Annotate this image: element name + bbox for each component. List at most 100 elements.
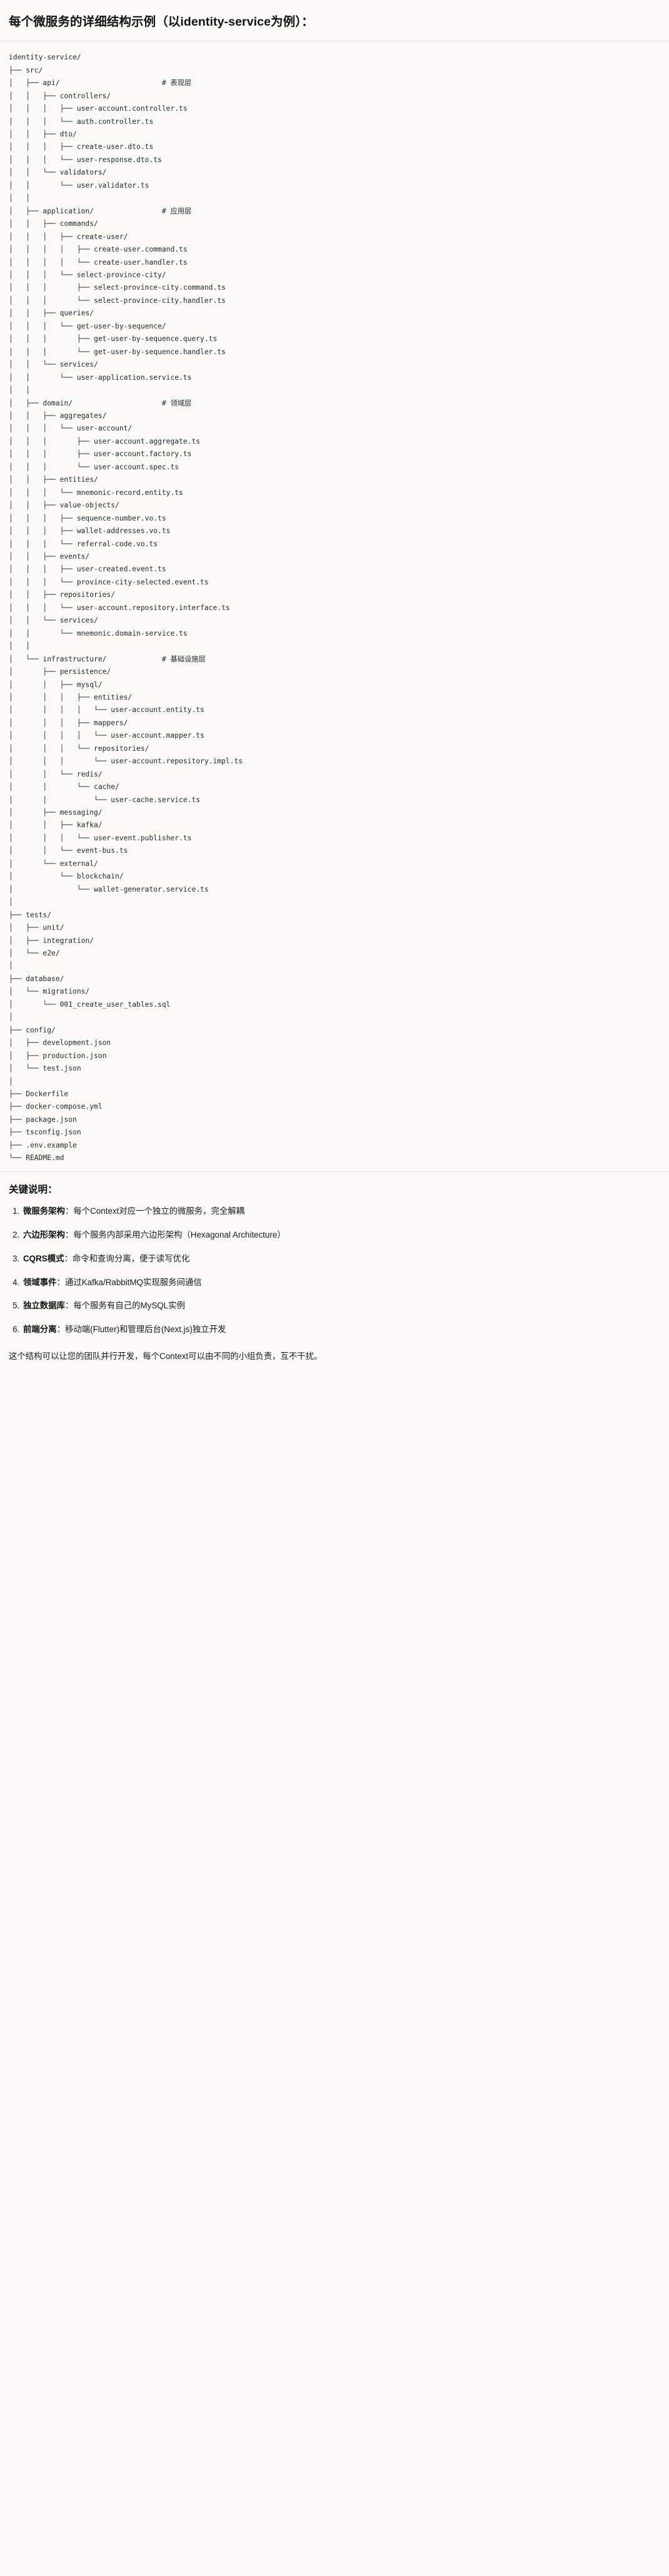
tree-line: │ │ └── user.validator.ts [9,181,149,190]
tree-line: │ │ │ └── select-province-city/ [9,271,166,279]
tree-line-path: │ └── external/ [9,859,98,868]
tree-line: │ │ └── user-cache.service.ts [9,796,200,804]
tree-line-path: │ └── infrastructure/ [9,654,107,663]
tree-line-path: │ │ │ └── get-user-by-sequence.handler.t… [9,347,226,356]
tree-line-path: │ └── 001_create_user_tables.sql [9,1000,171,1009]
tree-line-path: │ │ │ ├── entities/ [9,693,133,701]
key-note-term: 前端分离 [23,1325,57,1335]
key-note-description: 通过Kafka/RabbitMQ实现服务间通信 [64,1277,202,1287]
tree-line-path: │ │ │ └── user-event.publisher.ts [9,833,192,842]
key-note-description: 每个Context对应一个独立的微服务，完全解耦 [73,1206,245,1216]
tree-line: │ │ └── cache/ [9,783,119,791]
tree-line: └── README.md [9,1154,64,1162]
tree-line-path: │ │ │ │ ├── create-user.command.ts [9,245,188,254]
tree-line: │ └── migrations/ [9,987,89,995]
tree-line: │ │ └── services/ [9,616,98,624]
tree-line: │ │ │ └── repositories/ [9,745,149,753]
tree-line-path: │ └── blockchain/ [9,872,124,881]
tree-line-path: │ ├── domain/ [9,399,73,407]
tree-line: │ └── external/ [9,860,98,868]
document-header: 每个微服务的详细结构示例（以identity-service为例）： [0,0,669,42]
tree-line: │ │ │ └── get-user-by-sequence.handler.t… [9,348,226,356]
tree-line-path: │ │ │ └── user-account.spec.ts [9,462,179,471]
tree-line: │ │ │ ├── sequence-number.vo.ts [9,514,166,522]
tree-line-comment: # 领域层 [161,399,192,407]
tree-line-path: │ ├── integration/ [9,936,94,945]
tree-line-path: │ │ │ └── mnemonic-record.entity.ts [9,488,183,497]
tree-line: │ │ └── validators/ [9,168,106,176]
tree-line-path: │ │ ├── dto/ [9,130,77,139]
tree-line: │ │ │ │ ├── create-user.command.ts [9,245,188,253]
tree-line: │ ├── api/ # 表现层 [9,79,191,87]
page-title: 每个微服务的详细结构示例（以identity-service为例）： [9,15,314,29]
tree-line-path: │ │ └── event-bus.ts [9,847,128,855]
tree-line: │ │ ├── mysql/ [9,681,103,689]
tree-line-path: │ │ │ ├── wallet-addresses.vo.ts [9,527,171,536]
tree-line: │ │ ├── kafka/ [9,821,103,829]
key-note-item: 领域事件：通过Kafka/RabbitMQ实现服务间通信 [22,1276,660,1290]
tree-line-path: │ │ │ ├── mappers/ [9,718,128,727]
tree-line-path: │ │ ├── aggregates/ [9,411,107,420]
tree-line: │ │ ├── value-objects/ [9,501,119,509]
tree-line: │ │ ├── aggregates/ [9,412,106,420]
tree-line-path: │ ├── messaging/ [9,808,103,817]
tree-line-comment: # 表现层 [161,79,192,88]
tree-line: │ ├── integration/ [9,937,94,945]
tree-line: │ [9,898,13,906]
tree-line: │ │ │ ├── user-account.controller.ts [9,104,188,113]
tree-line: │ │ │ ├── wallet-addresses.vo.ts [9,527,170,535]
tree-line: │ │ │ └── select-province-city.handler.t… [9,297,226,305]
tree-line: │ │ │ │ └── user-account.mapper.ts [9,731,204,740]
tree-line-path: │ │ │ └── user-account.repository.impl.t… [9,757,243,766]
tree-line: │ [9,962,13,970]
tree-line: │ │ │ └── user-account.repository.impl.t… [9,757,243,765]
tree-line: │ │ └── user-application.service.ts [9,374,191,382]
tree-line: │ ├── domain/ # 领域层 [9,399,191,407]
key-note-term: 六边形架构 [23,1230,65,1240]
tree-line-path: │ │ └── user-cache.service.ts [9,795,201,804]
tree-line-path: │ │ └── user.validator.ts [9,181,149,190]
tree-line: │ │ │ └── province-city-selected.event.t… [9,578,209,586]
tree-line: │ │ │ └── auth.controller.ts [9,118,153,126]
closing-paragraph: 这个结构可以让您的团队并行开发，每个Context可以由不同的小组负责，互不干扰… [9,1352,323,1361]
tree-line: │ │ │ ├── user-created.event.ts [9,565,166,573]
tree-line-path: │ │ │ └── repositories/ [9,744,149,753]
tree-line: │ ├── development.json [9,1039,111,1047]
tree-line: │ │ │ ├── select-province-city.command.t… [9,283,226,292]
tree-line-path: │ │ ├── events/ [9,552,90,561]
tree-line: │ │ [9,642,30,650]
tree-line-path: │ │ [9,386,31,395]
tree-line-path: │ │ │ └── user-account/ [9,424,133,433]
tree-line: │ ├── application/ # 应用层 [9,207,191,215]
tree-line-path: │ ├── development.json [9,1039,111,1047]
tree-line: │ │ │ ├── user-account.factory.ts [9,450,191,458]
tree-line-path: │ │ │ └── get-user-by-sequence/ [9,322,166,330]
tree-line-path: │ │ │ ├── user-account.aggregate.ts [9,437,201,445]
key-note-separator: ： [56,1325,65,1335]
tree-line: │ │ │ └── referral-code.vo.ts [9,540,158,548]
tree-line-path: │ │ │ ├── create-user/ [9,232,128,241]
key-note-separator: ： [64,1253,73,1263]
tree-line-path: ├── tsconfig.json [9,1128,81,1137]
tree-line-path: │ ├── production.json [9,1051,107,1060]
tree-line-path: │ │ ├── kafka/ [9,821,103,830]
tree-line: │ │ └── redis/ [9,770,103,778]
tree-line-path: │ │ │ ├── select-province-city.command.t… [9,283,226,292]
tree-line: ├── .env.example [9,1141,77,1149]
tree-line-path: │ │ └── mnemonic.domain-service.ts [9,629,188,638]
tree-line-path: │ ├── api/ [9,79,60,88]
tree-line: │ ├── persistence/ [9,668,111,676]
tree-line: │ │ │ ├── create-user.dto.ts [9,143,153,151]
key-note-description: 命令和查询分离，便于读写优化 [72,1253,190,1263]
tree-line: │ │ ├── entities/ [9,476,98,484]
tree-line-path: │ │ └── cache/ [9,783,119,792]
tree-line-path: identity-service/ [9,53,81,62]
tree-line: │ └── e2e/ [9,949,60,957]
tree-line-path: │ │ │ ├── user-created.event.ts [9,565,166,574]
tree-line-path: │ │ │ └── user-account.repository.interf… [9,603,230,612]
tree-line: ├── database/ [9,975,64,983]
tree-line: │ │ │ ├── create-user/ [9,233,128,241]
tree-line-path: ├── docker-compose.yml [9,1102,103,1111]
key-note-term: 独立数据库 [23,1301,65,1311]
tree-line-path: │ │ │ │ └── user-account.entity.ts [9,706,204,715]
